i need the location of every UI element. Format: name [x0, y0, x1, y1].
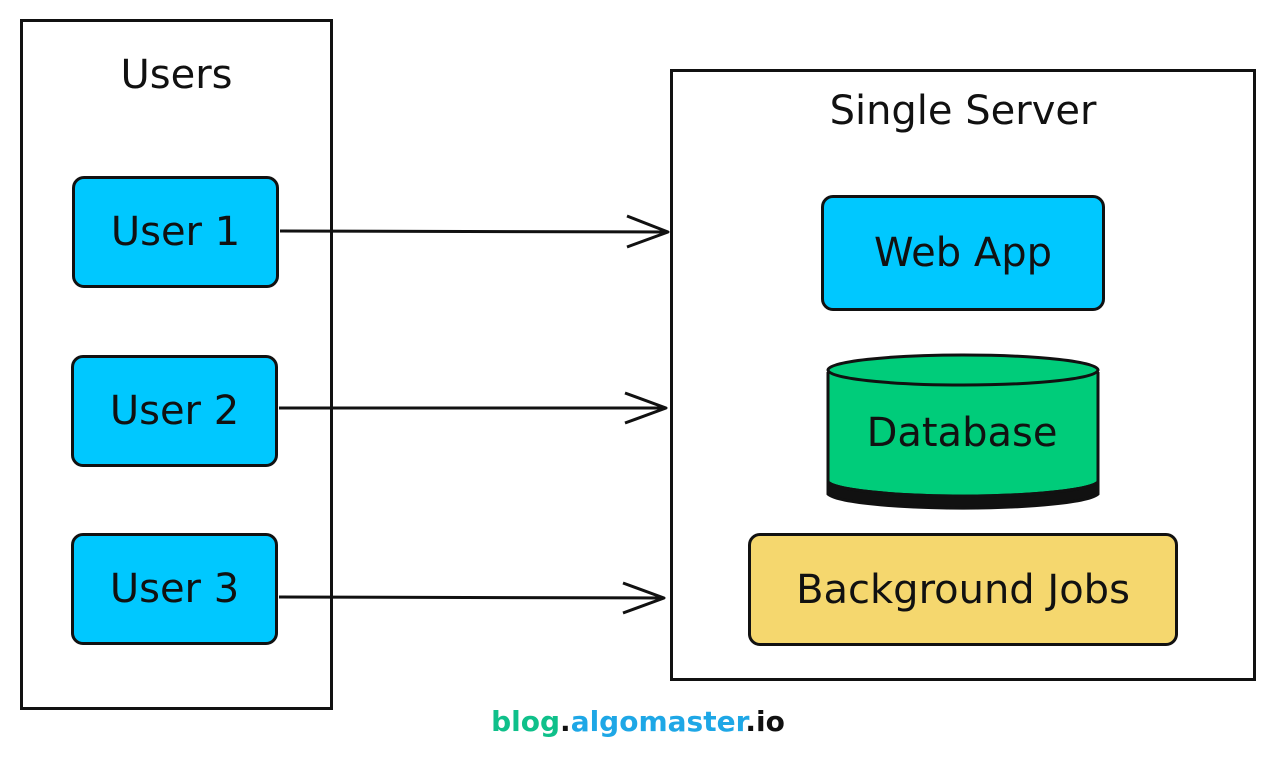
web-app-node: Web App [821, 195, 1105, 311]
watermark-brand: algomaster [570, 705, 746, 738]
edge-user-2-to-server [279, 391, 668, 425]
database-node-label: Database [866, 410, 1058, 456]
user-2-node: User 2 [71, 355, 278, 467]
edge-user-1-to-server [279, 214, 670, 249]
user-1-node: User 1 [72, 176, 279, 288]
edge-user-3-to-server [278, 581, 666, 615]
watermark-blog: blog [491, 705, 561, 738]
watermark: blog.algomaster.io [491, 705, 785, 738]
watermark-tld: io [756, 705, 785, 738]
database-cylinder [826, 353, 1100, 510]
server-panel-title: Single Server [829, 88, 1097, 134]
users-panel-title: Users [120, 52, 233, 98]
user-3-node: User 3 [71, 533, 278, 645]
background-jobs-node: Background Jobs [748, 533, 1178, 646]
